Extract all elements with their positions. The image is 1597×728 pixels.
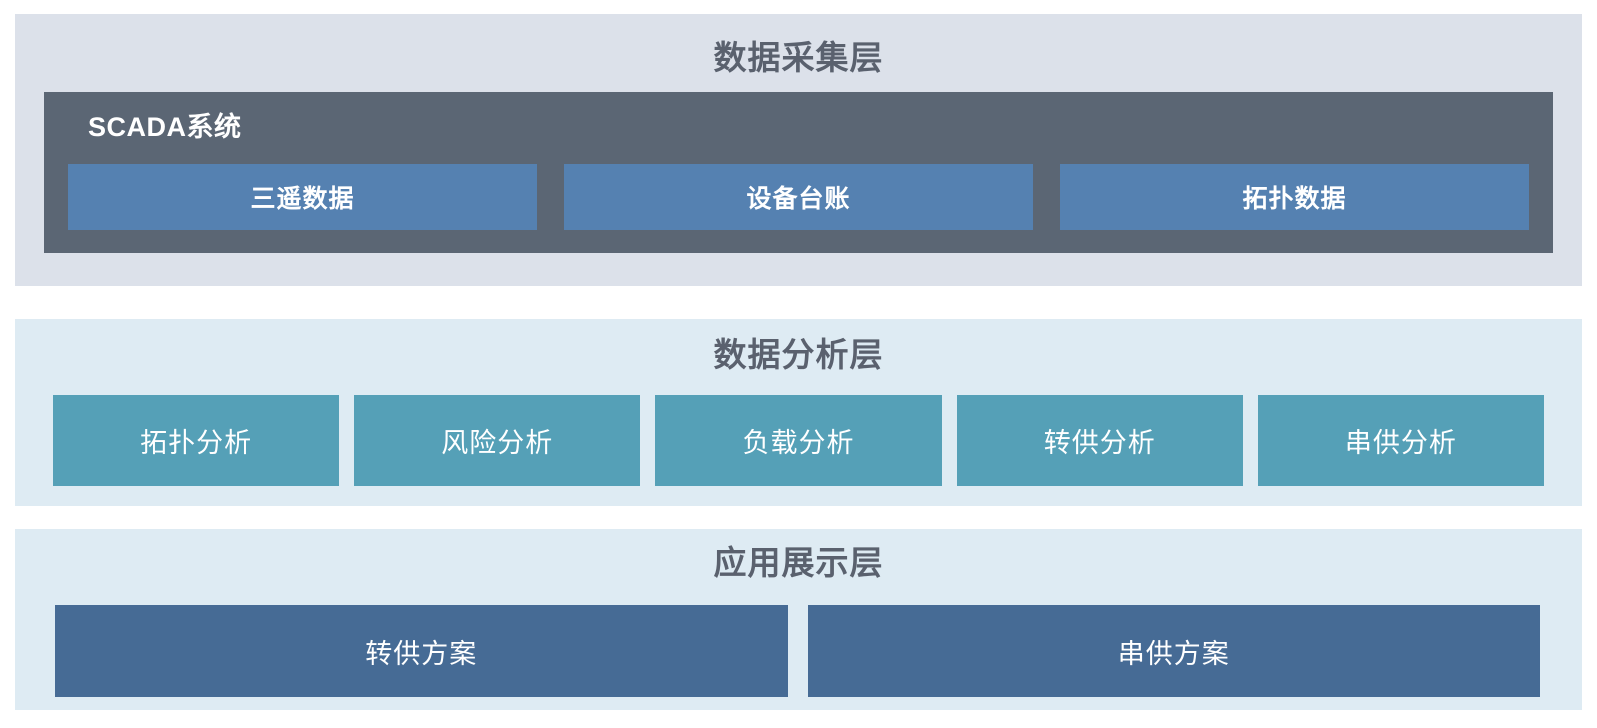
layer-data-analysis: 数据分析层 拓扑分析 风险分析 负载分析 转供分析 串供分析 [15, 319, 1582, 506]
scada-item-topology-data: 拓扑数据 [1060, 164, 1529, 230]
analysis-item-transfer-supply: 转供分析 [956, 395, 1243, 486]
data-collection-layer-title: 数据采集层 [713, 39, 884, 76]
scada-items-row: 三遥数据 设备台账 拓扑数据 [68, 164, 1529, 230]
analysis-item-risk: 风险分析 [354, 395, 641, 486]
application-display-layer-title: 应用展示层 [713, 544, 884, 581]
plan-item-transfer-supply: 转供方案 [55, 605, 788, 697]
data-analysis-layer-title: 数据分析层 [713, 336, 884, 373]
analysis-item-topology: 拓扑分析 [53, 395, 340, 486]
scada-item-equipment-ledger: 设备台账 [564, 164, 1033, 230]
analysis-item-load: 负载分析 [655, 395, 942, 486]
scada-system-box: SCADA系统 三遥数据 设备台账 拓扑数据 [44, 92, 1553, 253]
layer-application-display: 应用展示层 转供方案 串供方案 [15, 529, 1582, 710]
analysis-items-row: 拓扑分析 风险分析 负载分析 转供分析 串供分析 [53, 395, 1545, 486]
plan-items-row: 转供方案 串供方案 [55, 605, 1540, 697]
plan-item-cascade-supply: 串供方案 [807, 605, 1540, 697]
scada-item-telemetry-data: 三遥数据 [68, 164, 537, 230]
scada-system-label: SCADA系统 [88, 112, 242, 142]
analysis-item-cascade-supply: 串供分析 [1257, 395, 1545, 486]
layer-data-collection: 数据采集层 SCADA系统 三遥数据 设备台账 拓扑数据 [15, 14, 1582, 286]
